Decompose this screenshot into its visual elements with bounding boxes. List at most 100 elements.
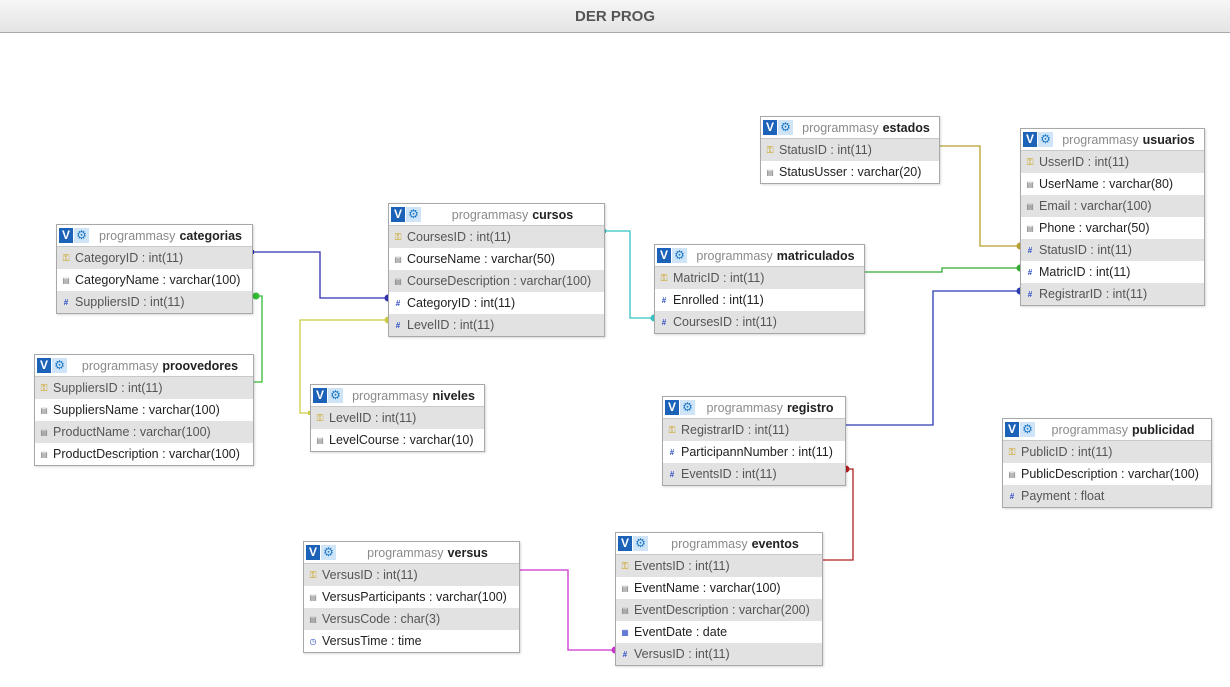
gear-icon[interactable]: ⚙ (52, 358, 67, 373)
field-row[interactable]: ▤VersusParticipants : varchar(100) (304, 586, 519, 608)
gear-icon[interactable]: ⚙ (633, 536, 648, 551)
gear-icon[interactable]: ⚙ (74, 228, 89, 243)
field-row[interactable]: ▦EventDate : date (616, 621, 822, 643)
field-row[interactable]: ▤PublicDescription : varchar(100) (1003, 463, 1211, 485)
field-row[interactable]: #EventsID : int(11) (663, 463, 845, 485)
field-row[interactable]: #RegistrarID : int(11) (1021, 283, 1204, 305)
key-icon: ⚿ (766, 144, 774, 155)
view-toggle-icon[interactable]: V (763, 120, 777, 135)
gear-icon[interactable]: ⚙ (328, 388, 343, 403)
field-name: CoursesID (673, 315, 733, 329)
field-type: int(11) (1095, 265, 1131, 279)
field-row[interactable]: ⚿VersusID : int(11) (304, 564, 519, 586)
view-toggle-icon[interactable]: V (37, 358, 51, 373)
gear-icon[interactable]: ⚙ (778, 120, 793, 135)
field-separator: : (158, 447, 170, 461)
field-row[interactable]: ▤UserName : varchar(80) (1021, 173, 1204, 195)
field-type: varchar(100) (435, 590, 507, 604)
view-toggle-icon[interactable]: V (313, 388, 327, 403)
field-row[interactable]: #Enrolled : int(11) (655, 289, 864, 311)
field-separator: : (390, 612, 401, 626)
field-separator: : (1084, 155, 1095, 169)
field-name: PublicID (1021, 445, 1068, 459)
view-toggle-icon[interactable]: V (1023, 132, 1037, 147)
field-row[interactable]: ⚿SuppliersID : int(11) (35, 377, 253, 399)
field-type: int(11) (1112, 287, 1148, 301)
field-row[interactable]: #Payment : float (1003, 485, 1211, 507)
gear-icon[interactable]: ⚙ (1020, 422, 1035, 437)
field-row[interactable]: ⚿StatusID : int(11) (761, 139, 939, 161)
gear-icon[interactable]: ⚙ (321, 545, 336, 560)
field-row[interactable]: #CoursesID : int(11) (655, 311, 864, 333)
field-row[interactable]: ⚿UsserID : int(11) (1021, 151, 1204, 173)
view-toggle-icon[interactable]: V (618, 536, 632, 551)
field-type: int(11) (754, 423, 790, 437)
view-toggle-icon[interactable]: V (306, 545, 320, 560)
field-row[interactable]: ▤EventName : varchar(100) (616, 577, 822, 599)
field-row[interactable]: ▤SuppliersName : varchar(100) (35, 399, 253, 421)
field-row[interactable]: ▤VersusCode : char(3) (304, 608, 519, 630)
number-icon: # (1027, 267, 1033, 277)
field-row[interactable]: ⚿PublicID : int(11) (1003, 441, 1211, 463)
view-toggle-icon[interactable]: V (59, 228, 73, 243)
field-row[interactable]: ⚿MatricID : int(11) (655, 267, 864, 289)
gear-icon[interactable]: ⚙ (406, 207, 421, 222)
field-row[interactable]: ▤CategoryName : varchar(100) (57, 269, 252, 291)
field-row[interactable]: ▤StatusUsser : varchar(20) (761, 161, 939, 183)
field-row[interactable]: ⚿EventsID : int(11) (616, 555, 822, 577)
field-type: int(11) (459, 318, 495, 332)
field-row[interactable]: #ParticipannNumber : int(11) (663, 441, 845, 463)
field-row[interactable]: ▤CourseName : varchar(50) (389, 248, 604, 270)
field-row[interactable]: ▤ProductName : varchar(100) (35, 421, 253, 443)
view-toggle-icon[interactable]: V (1005, 422, 1019, 437)
view-toggle-icon[interactable]: V (665, 400, 679, 415)
field-row[interactable]: #SuppliersID : int(11) (57, 291, 252, 313)
field-row[interactable]: ▤CourseDescription : varchar(100) (389, 270, 604, 292)
field-separator: : (139, 295, 151, 309)
field-row[interactable]: ▤LevelCourse : varchar(10) (311, 429, 484, 451)
field-row[interactable]: ⚿RegistrarID : int(11) (663, 419, 845, 441)
gear-icon[interactable]: ⚙ (1038, 132, 1053, 147)
field-row[interactable]: ⚿LevelID : int(11) (311, 407, 484, 429)
view-toggle-icon[interactable]: V (657, 248, 671, 263)
field-row[interactable]: ▤Phone : varchar(50) (1021, 217, 1204, 239)
gear-icon[interactable]: ⚙ (672, 248, 687, 263)
field-row[interactable]: ⚿CategoryID : int(11) (57, 247, 252, 269)
field-row[interactable]: ▤EventDescription : varchar(200) (616, 599, 822, 621)
field-row[interactable]: #VersusID : int(11) (616, 643, 822, 665)
view-toggle-icon[interactable]: V (391, 207, 405, 222)
field-row[interactable]: ◷VersusTime : time (304, 630, 519, 652)
field-row[interactable]: #StatusID : int(11) (1021, 239, 1204, 261)
field-row[interactable]: ⚿CoursesID : int(11) (389, 226, 604, 248)
field-row[interactable]: ▤Email : varchar(100) (1021, 195, 1204, 217)
field-row[interactable]: #CategoryID : int(11) (389, 292, 604, 314)
field-row[interactable]: #MatricID : int(11) (1021, 261, 1204, 283)
gear-icon[interactable]: ⚙ (680, 400, 695, 415)
field-name: SuppliersName (53, 403, 139, 417)
field-row[interactable]: ▤ProductDescription : varchar(100) (35, 443, 253, 465)
field-row[interactable]: #LevelID : int(11) (389, 314, 604, 336)
